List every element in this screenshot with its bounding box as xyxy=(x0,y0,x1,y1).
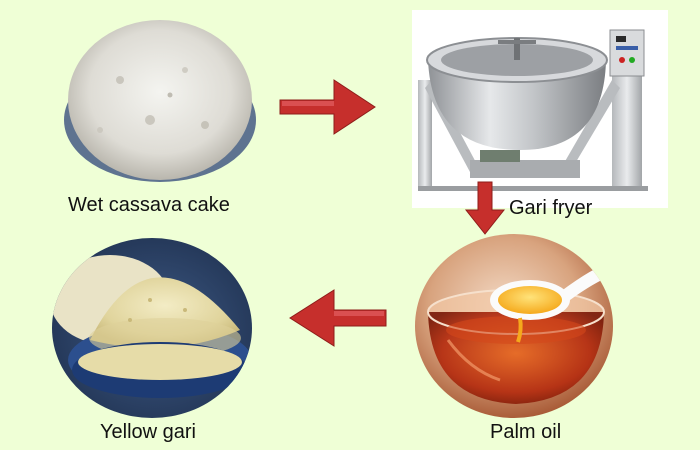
palm-oil-label: Palm oil xyxy=(490,421,562,443)
yellow-gari-image xyxy=(52,238,252,418)
arrow-right xyxy=(279,79,376,135)
yellow-gari-label: Yellow gari xyxy=(100,421,196,443)
wet-cassava-cake-image xyxy=(55,17,265,193)
gari-fryer-label: Gari fryer xyxy=(509,197,593,219)
arrow-left xyxy=(289,289,387,347)
palm-oil-image xyxy=(415,234,613,418)
wet-cassava-cake-label: Wet cassava cake xyxy=(68,194,230,216)
gari-fryer-image xyxy=(412,10,668,208)
arrow-down xyxy=(464,181,506,235)
